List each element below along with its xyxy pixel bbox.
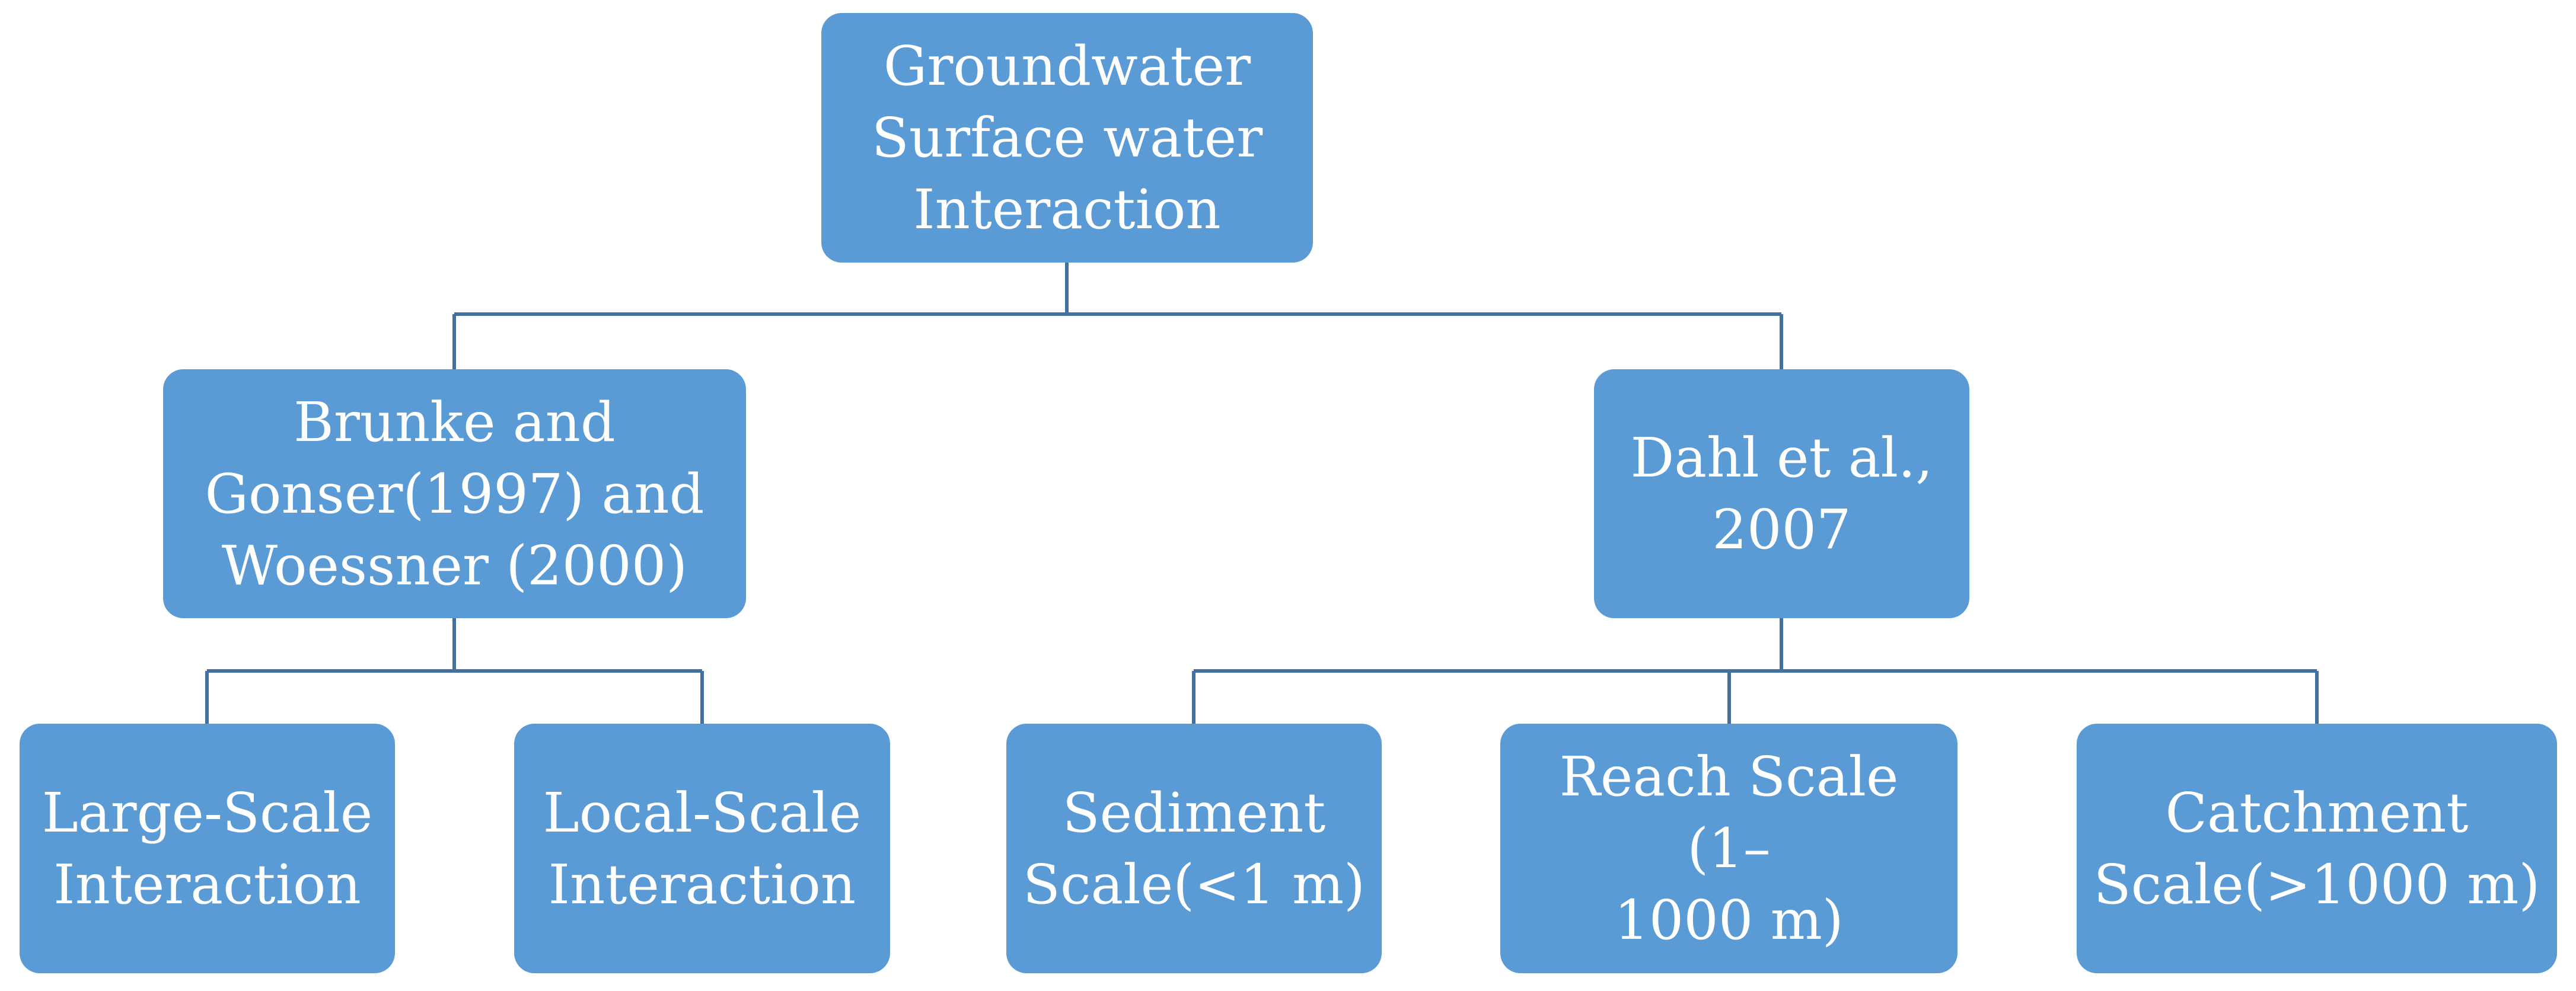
root-node: Groundwater Surface water Interaction	[821, 13, 1313, 263]
leaf-node-label: Local-Scale Interaction	[543, 781, 862, 916]
root-node-label: Groundwater Surface water Interaction	[871, 34, 1263, 241]
leaf-node-label: Sediment Scale(<1 m)	[1022, 781, 1366, 916]
branch-node-label: Dahl et al., 2007	[1630, 426, 1933, 561]
leaf-node-sediment-scale: Sediment Scale(<1 m)	[1006, 724, 1382, 973]
leaf-node-reach-scale: Reach Scale (1– 1000 m)	[1500, 724, 1957, 973]
branch-node-dahl: Dahl et al., 2007	[1594, 369, 1969, 618]
branch-node-brunke-woessner: Brunke and Gonser(1997) and Woessner (20…	[163, 369, 746, 618]
leaf-node-local-scale: Local-Scale Interaction	[514, 724, 890, 973]
branch-node-label: Brunke and Gonser(1997) and Woessner (20…	[205, 390, 704, 597]
leaf-node-catchment-scale: Catchment Scale(>1000 m)	[2077, 724, 2557, 973]
leaf-node-label: Reach Scale (1– 1000 m)	[1559, 745, 1899, 952]
leaf-node-label: Catchment Scale(>1000 m)	[2093, 781, 2540, 916]
connector-root-to-branches	[452, 263, 1783, 369]
connector-right-branch-to-children	[1192, 618, 2319, 724]
leaf-node-label: Large-Scale Interaction	[42, 781, 373, 916]
leaf-node-large-scale: Large-Scale Interaction	[20, 724, 395, 973]
connector-left-branch-to-children	[205, 618, 704, 724]
